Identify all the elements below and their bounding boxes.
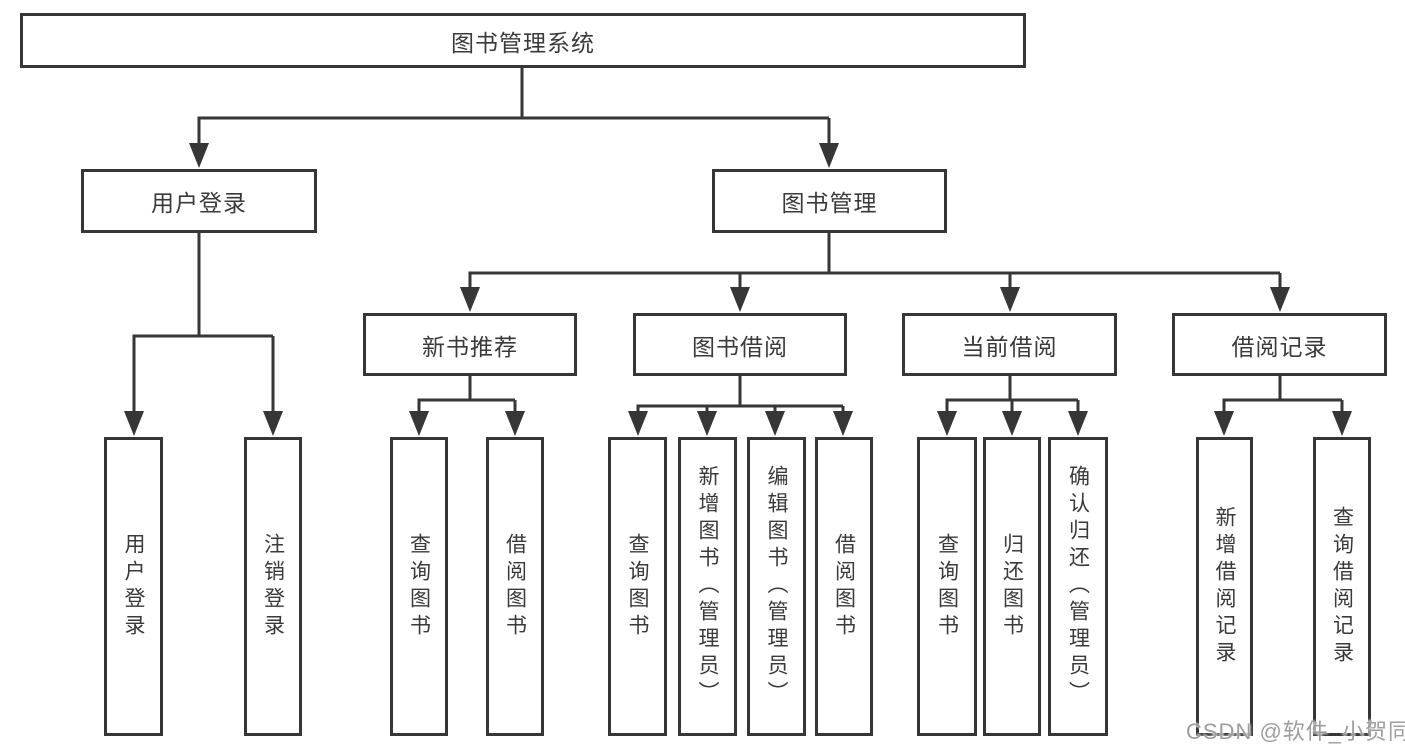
node-label: 图书管理	[781, 190, 878, 216]
leaf-current-return-books: 归还图书	[983, 437, 1041, 736]
arrowhead-icon	[505, 411, 525, 436]
arrowhead-icon	[765, 411, 785, 436]
node-label: 图书借阅	[692, 333, 788, 360]
node-borrow-records: 借阅记录	[1172, 313, 1387, 376]
arrowhead-icon	[628, 411, 648, 436]
leaf-borrow-edit-books-admin: 编辑图书（管理员）	[747, 437, 806, 736]
leaf-current-query-books: 查询图书	[917, 437, 977, 736]
arrowhead-icon	[1214, 411, 1234, 436]
leaf-logout: 注销登录	[244, 437, 302, 736]
arrowhead-icon	[819, 143, 839, 168]
node-root: 图书管理系统	[20, 13, 1026, 68]
node-label: 查询图书	[935, 532, 959, 641]
arrowhead-icon	[263, 411, 283, 436]
arrowhead-icon	[1270, 287, 1290, 312]
node-user-login: 用户登录	[81, 169, 317, 233]
leaf-user-login: 用户登录	[104, 437, 163, 736]
arrowhead-icon	[937, 411, 957, 436]
node-label: 查询图书	[626, 532, 649, 641]
arrowhead-icon	[460, 287, 480, 312]
node-label: 归还图书	[1000, 532, 1024, 641]
node-label: 图书管理系统	[451, 29, 595, 56]
leaf-newbooks-borrow-books: 借阅图书	[486, 437, 544, 736]
node-label: 查询借阅记录	[1330, 505, 1354, 668]
arrowhead-icon	[833, 411, 853, 436]
node-label: 用户登录	[151, 190, 247, 216]
leaf-newbooks-query-books: 查询图书	[390, 437, 448, 736]
node-label: 新书推荐	[422, 333, 518, 360]
arrowhead-icon	[409, 411, 429, 436]
leaf-borrow-query-books: 查询图书	[608, 437, 667, 736]
arrowhead-icon	[730, 287, 750, 312]
node-label: 借阅图书	[832, 532, 856, 641]
arrowhead-icon	[189, 143, 209, 168]
leaf-records-query-record: 查询借阅记录	[1313, 437, 1371, 736]
arrowhead-icon	[697, 411, 717, 436]
node-current-borrow: 当前借阅	[902, 313, 1117, 376]
node-label: 查询图书	[407, 532, 431, 641]
leaf-borrow-borrow-books: 借阅图书	[815, 437, 873, 736]
leaf-records-add-record: 新增借阅记录	[1196, 437, 1253, 736]
node-label: 新增图书（管理员）	[696, 465, 719, 708]
node-book-management: 图书管理	[712, 169, 947, 233]
node-label: 用户登录	[122, 532, 145, 641]
node-label: 编辑图书（管理员）	[765, 465, 788, 708]
arrowhead-icon	[1068, 411, 1088, 436]
node-label: 确认归还（管理员）	[1066, 465, 1090, 708]
arrowhead-icon	[1000, 287, 1020, 312]
node-new-book-recommend: 新书推荐	[363, 313, 577, 376]
arrowhead-icon	[1002, 411, 1022, 436]
node-book-borrow: 图书借阅	[633, 313, 847, 376]
node-label: 借阅图书	[503, 532, 527, 641]
csdn-watermark: CSDN @软件_小贺同学	[1186, 719, 1405, 744]
leaf-borrow-add-books-admin: 新增图书（管理员）	[678, 437, 737, 736]
arrowhead-icon	[1332, 411, 1352, 436]
node-label: 当前借阅	[961, 333, 1058, 360]
arrowhead-icon	[124, 411, 144, 436]
node-label: 借阅记录	[1231, 333, 1328, 360]
connector-path	[132, 68, 1344, 414]
node-label: 新增借阅记录	[1213, 505, 1236, 668]
leaf-current-confirm-return-admin: 确认归还（管理员）	[1048, 437, 1108, 736]
node-label: 注销登录	[261, 532, 285, 641]
